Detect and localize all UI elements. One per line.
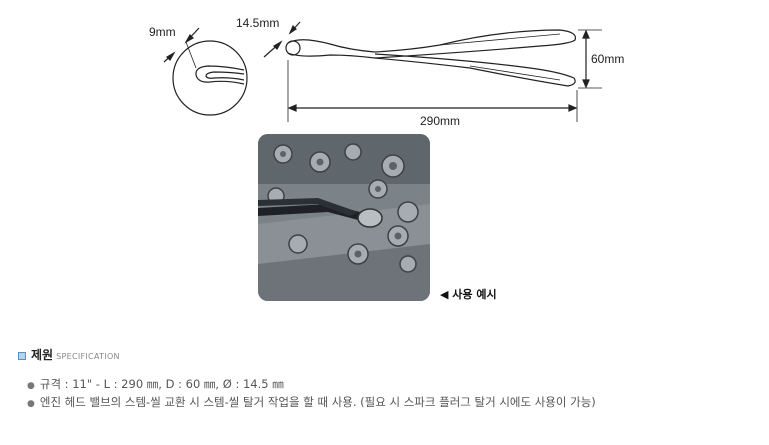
spec-item: ●규격 : 11" - L : 290 ㎜, D : 60 ㎜, Ø : 14.… bbox=[27, 377, 284, 391]
spec-title: 제원 bbox=[31, 348, 54, 362]
tip-detail-circle bbox=[172, 40, 248, 116]
length-label: 290mm bbox=[420, 114, 461, 128]
spec-subtitle: SPECIFICATION bbox=[56, 352, 120, 361]
height-label: 60mm bbox=[591, 52, 625, 66]
pliers-outline bbox=[285, 29, 577, 87]
usage-photo bbox=[258, 134, 430, 301]
spec-list: ●규격 : 11" - L : 290 ㎜, D : 60 ㎜, Ø : 14.… bbox=[27, 376, 596, 412]
diameter-label: 14.5mm bbox=[236, 16, 280, 30]
engine-head-illustration bbox=[258, 134, 430, 301]
bullet-icon: ● bbox=[27, 381, 35, 391]
tip-detail-jaw bbox=[195, 65, 245, 85]
pliers-diagram bbox=[163, 21, 602, 122]
section-square-icon bbox=[18, 351, 26, 360]
bullet-icon: ● bbox=[27, 399, 35, 409]
usage-caption: ◀ 사용 예시 bbox=[440, 288, 497, 301]
spec-item: ●엔진 헤드 밸브의 스템-씰 교환 시 스템-씰 탈거 작업을 할 때 사용.… bbox=[27, 395, 596, 409]
tip-width-label: 9mm bbox=[149, 25, 176, 39]
